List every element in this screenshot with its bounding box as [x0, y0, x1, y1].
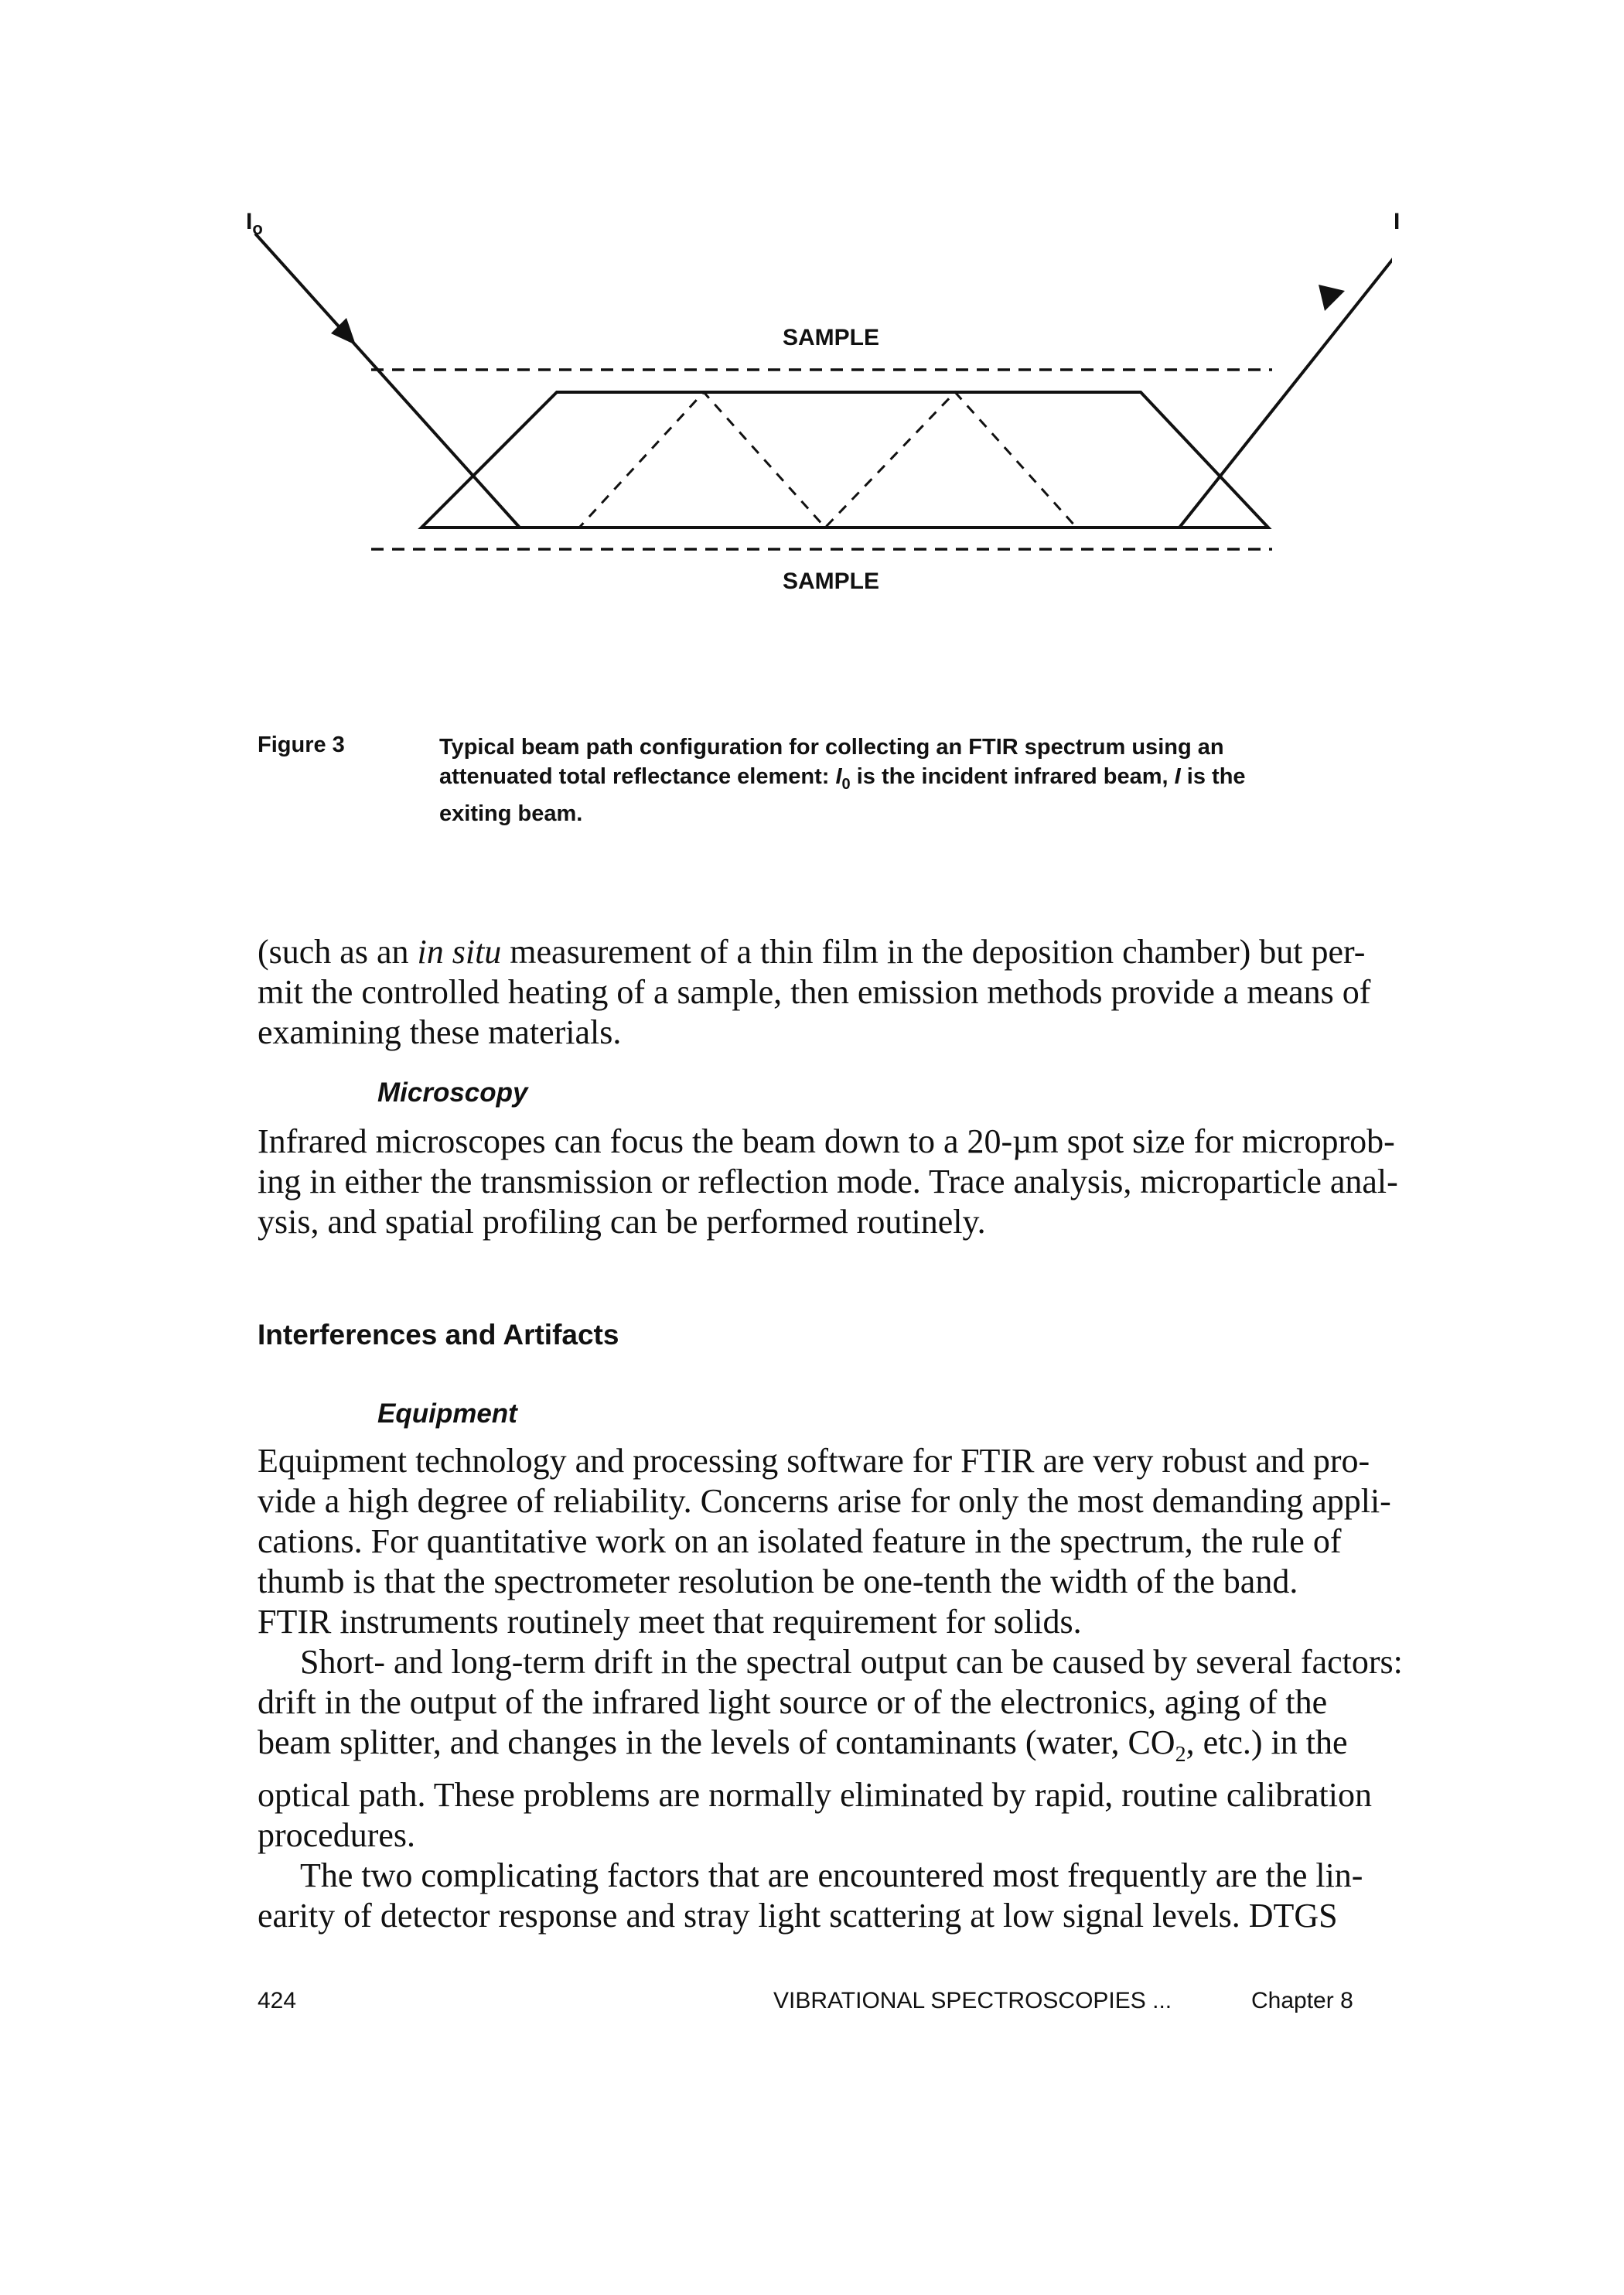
caption-line: exiting beam. — [439, 801, 583, 826]
paragraph-microscopy: Infrared microscopes can focus the beam … — [258, 1122, 1398, 1242]
incident-arrowhead — [331, 318, 356, 345]
section-heading: Interferences and Artifacts — [258, 1319, 619, 1351]
text-line: optical path. These problems are normall… — [258, 1775, 1372, 1814]
figure-caption: Typical beam path configuration for coll… — [439, 733, 1398, 828]
chapter-label: Chapter 8 — [1251, 1988, 1353, 2013]
text-line: procedures. — [258, 1815, 416, 1854]
text-line: examining these materials. — [258, 1013, 622, 1051]
figure-caption-label: Figure 3 — [258, 733, 345, 757]
equipment-heading: Equipment — [377, 1399, 517, 1429]
caption-line: Typical beam path configuration for coll… — [439, 735, 1224, 760]
text-line: mit the controlled heating of a sample, … — [258, 973, 1371, 1011]
paragraph-emission: (such as an in situ measurement of a thi… — [258, 932, 1398, 1053]
text-line: (such as an in situ measurement of a thi… — [258, 933, 1366, 971]
sample-label-bottom: SAMPLE — [783, 569, 880, 594]
text-line: ing in either the transmission or reflec… — [258, 1163, 1398, 1200]
text-line: FTIR instruments routinely meet that req… — [258, 1603, 1082, 1641]
text-line: beam splitter, and changes in the levels… — [258, 1723, 1348, 1767]
exit-arrowhead — [1319, 285, 1345, 311]
caption-line: attenuated total reflectance element: I0… — [439, 764, 1246, 793]
microscopy-heading: Microscopy — [377, 1077, 528, 1108]
incident-beam-label: Io — [246, 209, 263, 238]
text-line: The two complicating factors that are en… — [300, 1856, 1363, 1894]
text-line: drift in the output of the infrared ligh… — [258, 1683, 1328, 1721]
atr-crystal — [418, 391, 1272, 529]
internal-reflection-path — [520, 390, 1179, 530]
incident-beam-subscript: o — [252, 219, 263, 238]
text-line: cations. For quantitative work on an iso… — [258, 1522, 1342, 1560]
exit-beam — [1178, 258, 1392, 529]
text-line: Equipment technology and processing soft… — [258, 1442, 1370, 1480]
page-number: 424 — [258, 1988, 297, 2013]
text-line: thumb is that the spectrometer resolutio… — [258, 1562, 1298, 1600]
text-line: earity of detector response and stray li… — [258, 1896, 1338, 1935]
incident-beam — [254, 232, 521, 529]
atr-beam-diagram — [254, 232, 1392, 551]
paragraph-equipment: Equipment technology and processing soft… — [258, 1441, 1403, 1936]
text-line: Infrared microscopes can focus the beam … — [258, 1122, 1395, 1160]
sample-label-top: SAMPLE — [783, 325, 880, 350]
exit-beam-label: I — [1394, 209, 1401, 234]
text-line: vide a high degree of reliability. Conce… — [258, 1482, 1391, 1520]
text-line: ysis, and spatial profiling can be perfo… — [258, 1203, 986, 1241]
text-line: Short- and long-term drift in the spectr… — [300, 1643, 1403, 1681]
running-title: VIBRATIONAL SPECTROSCOPIES ... — [773, 1988, 1172, 2013]
